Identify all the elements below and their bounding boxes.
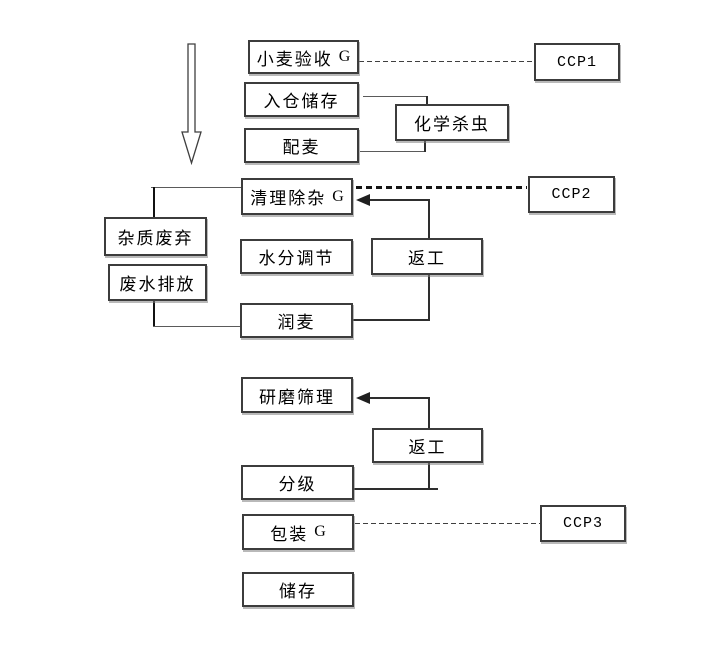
node-label: 分级: [278, 475, 317, 494]
connector-to-impurity-disposal-v: [153, 187, 155, 218]
connector-rework1-top-v: [428, 200, 430, 238]
node-label: 入仓储存: [263, 92, 340, 111]
arrowhead-to-grinding-icon: [356, 392, 370, 404]
bold-dashed-line-to-ccp2: [356, 186, 527, 189]
node-suffix-g: G: [338, 48, 351, 65]
node-wheat-tempering: 润麦: [240, 303, 353, 338]
connector-rework2-bottom-v: [428, 463, 430, 490]
node-ccp3: CCP3: [540, 505, 626, 542]
rework1-arrow-line: [366, 199, 430, 201]
node-suffix-g: G: [332, 187, 344, 205]
node-packaging: 包装 G: [242, 514, 354, 550]
connector-blending-to-chemical-h: [360, 151, 426, 152]
down-arrow-icon: [181, 43, 203, 166]
node-label: 配麦: [282, 138, 321, 157]
node-label: 返工: [408, 438, 447, 457]
connector-wastewater-down-v: [153, 299, 155, 327]
connector-rework2-top-v: [428, 398, 430, 428]
node-label: CCP2: [551, 186, 592, 203]
node-label: 润麦: [277, 313, 316, 332]
node-wheat-acceptance: 小麦验收 G: [248, 40, 359, 74]
node-impurity-disposal: 杂质废弃: [104, 217, 207, 256]
connector-to-tempering-h: [153, 326, 241, 327]
connector-grading-to-rework-h: [354, 488, 438, 490]
connector-tempering-to-rework-h: [353, 319, 430, 321]
node-label: 返工: [408, 249, 446, 268]
node-grinding-sieving: 研磨筛理: [241, 377, 353, 413]
node-suffix-g: G: [314, 523, 326, 540]
node-label: 小麦验收: [256, 49, 333, 69]
node-wastewater-discharge: 废水排放: [108, 264, 207, 301]
node-label: 包装: [270, 524, 309, 544]
node-label: 储存: [279, 582, 317, 601]
connector-blending-to-chemical-v: [424, 141, 426, 152]
node-label: 研磨筛理: [259, 387, 335, 407]
node-label: CCP1: [556, 53, 597, 71]
node-rework-1: 返工: [371, 238, 483, 275]
node-label: 水分调节: [258, 249, 335, 268]
dashed-line-to-ccp1: [359, 61, 534, 62]
node-label: 清理除杂: [250, 189, 327, 208]
connector-storage-to-chemical-h: [363, 96, 428, 97]
node-label: 杂质废弃: [117, 229, 194, 248]
node-ccp1: CCP1: [534, 43, 620, 81]
node-rework-2: 返工: [372, 428, 483, 463]
node-chemical-disinsection: 化学杀虫: [395, 104, 509, 141]
node-label: CCP3: [562, 515, 603, 532]
node-moisture-adjustment: 水分调节: [240, 239, 353, 274]
node-ccp2: CCP2: [528, 176, 615, 213]
node-cleaning-impurity-removal: 清理除杂 G: [241, 178, 353, 215]
node-label: 废水排放: [119, 275, 196, 294]
dashed-line-to-ccp3: [355, 523, 540, 524]
rework2-arrow-line: [366, 397, 430, 399]
connector-cleaning-left-h: [151, 187, 242, 188]
connector-rework1-bottom-v: [428, 275, 430, 321]
node-grading: 分级: [241, 465, 354, 500]
connector-storage-to-chemical-v: [426, 96, 428, 105]
node-wheat-blending: 配麦: [244, 128, 359, 163]
node-label: 化学杀虫: [414, 115, 490, 134]
node-inbound-storage: 入仓储存: [244, 82, 359, 117]
node-final-storage: 储存: [242, 572, 354, 607]
arrowhead-to-cleaning-icon: [356, 194, 370, 206]
